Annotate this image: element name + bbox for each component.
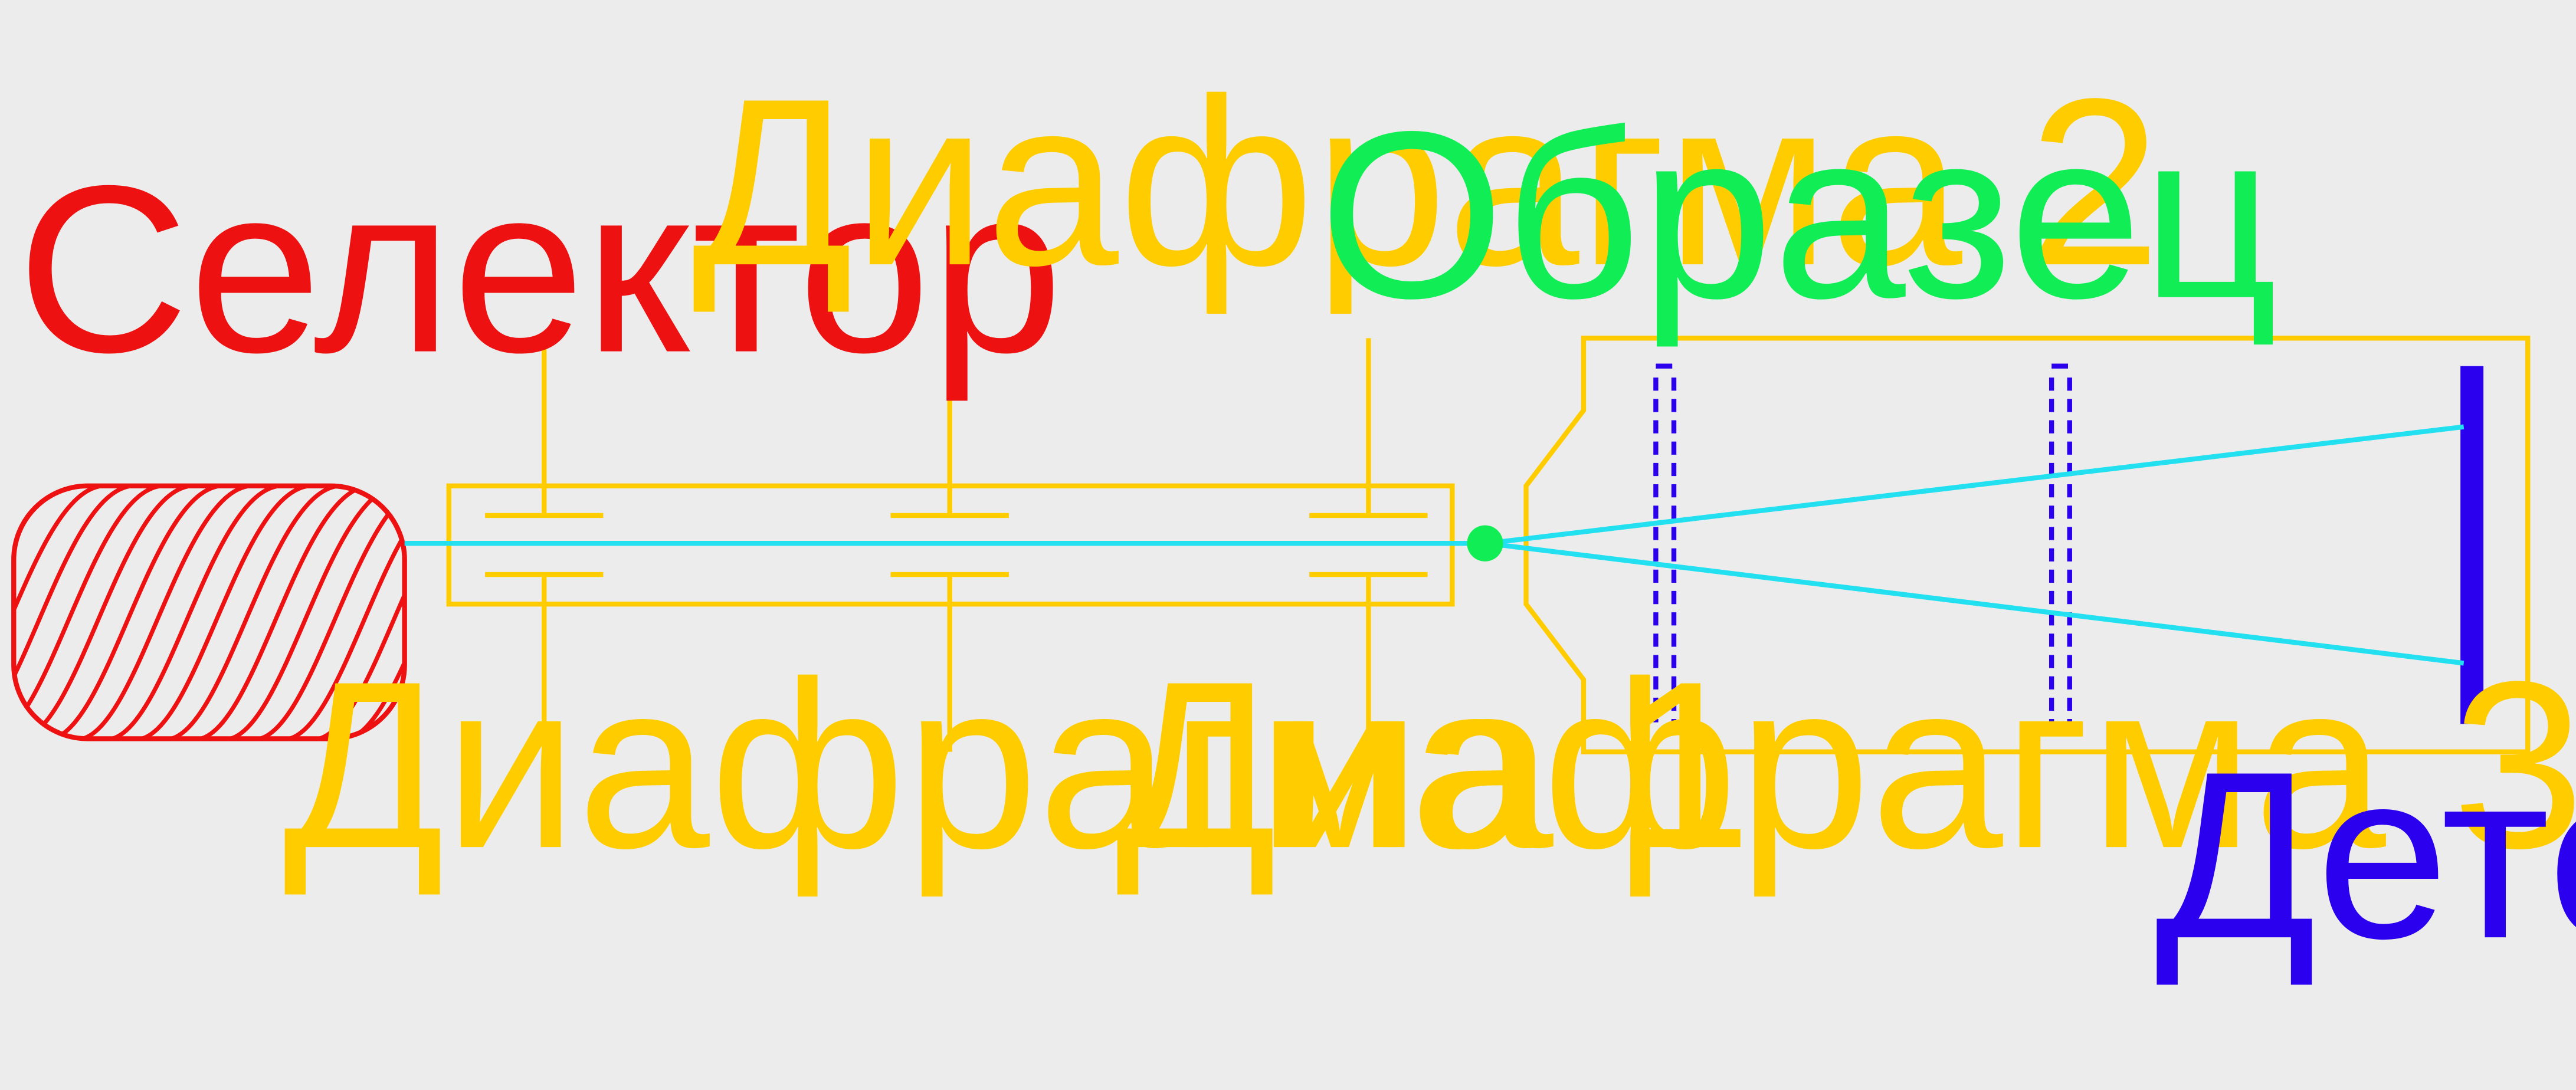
sample-dot	[1467, 525, 1503, 562]
scattered-beam-upper	[1486, 424, 2464, 546]
label-diaphragm-2: Диафрагма 2	[692, 49, 2161, 316]
label-selector: Селектор	[17, 136, 1063, 403]
scattered-beam-lower	[1486, 541, 2464, 666]
neutron-beam	[404, 424, 2464, 666]
detector-position-near	[1653, 363, 1677, 723]
diaphragm-2	[890, 338, 1009, 752]
selector-drum	[11, 483, 407, 741]
label-diaphragm-3: Диафрагма 3	[1116, 632, 2576, 899]
detector-tank	[1523, 336, 2531, 754]
label-diaphragm-1: Диафрагма 1	[283, 632, 1752, 899]
velocity-selector	[11, 483, 407, 741]
diaphragm-3	[1309, 338, 1428, 752]
detector-plate	[2460, 366, 2484, 724]
label-detector: Детектор	[2155, 722, 2576, 989]
diaphragm-1	[485, 338, 604, 752]
label-sample: Образец	[1319, 82, 2278, 349]
detector-position-middle	[2049, 363, 2072, 723]
